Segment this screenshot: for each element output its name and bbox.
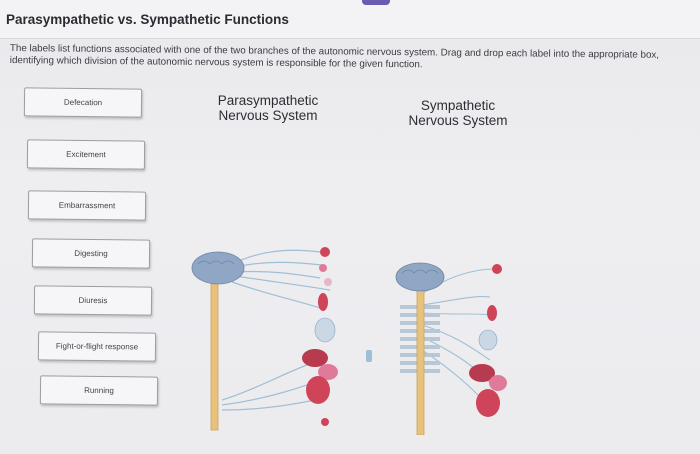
liver-organ xyxy=(469,364,495,382)
sympathetic-header: Sympathetic Nervous System xyxy=(408,98,508,128)
heart-organ xyxy=(487,305,497,321)
spinal-cord xyxy=(210,279,219,431)
eye-organ xyxy=(320,247,330,257)
label-defecation[interactable]: Defecation xyxy=(23,87,143,118)
heart-organ xyxy=(318,293,328,311)
sympathetic-anatomy-illustration xyxy=(366,262,507,435)
parasympathetic-header: Parasympathetic Nervous System xyxy=(217,93,319,123)
header-bar: Parasympathetic vs. Sympathetic Function… xyxy=(0,0,700,39)
intestines-organ xyxy=(306,376,330,404)
liver-organ xyxy=(302,349,328,367)
brain xyxy=(191,251,245,285)
label-fight-or-flight[interactable]: Fight-or-flight response xyxy=(37,331,157,362)
label-digesting[interactable]: Digesting xyxy=(31,238,151,269)
brain xyxy=(395,262,445,292)
parasympathetic-anatomy-illustration xyxy=(191,247,338,431)
label-embarrassment[interactable]: Embarrassment xyxy=(27,190,147,221)
label-excitement[interactable]: Excitement xyxy=(26,139,146,170)
label-diuresis[interactable]: Diuresis xyxy=(33,285,153,316)
parasympathetic-drop-zone[interactable] xyxy=(190,128,350,238)
spinal-cord xyxy=(416,289,425,435)
eye-organ xyxy=(492,264,502,274)
page-title: Parasympathetic vs. Sympathetic Function… xyxy=(6,12,289,27)
label-running[interactable]: Running xyxy=(39,375,159,406)
sympathetic-drop-zone[interactable] xyxy=(380,132,540,242)
saved-indicator xyxy=(362,0,390,5)
instructions-text: The labels list functions associated wit… xyxy=(9,43,660,71)
intestines-organ xyxy=(476,389,500,417)
